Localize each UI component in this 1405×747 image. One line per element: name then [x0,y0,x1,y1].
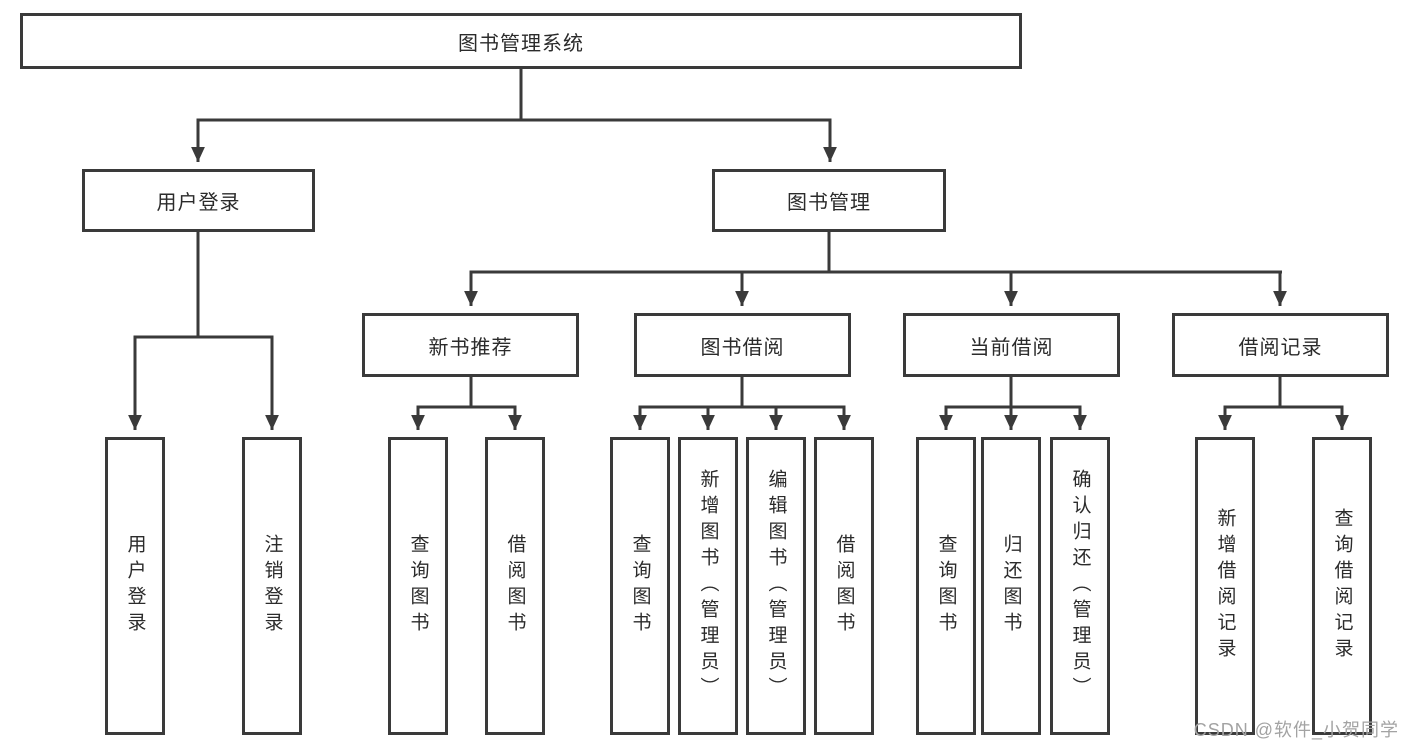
leaf-current-query-book: 查询图书 [916,437,976,735]
leaf-borrow-edit-book-admin: 编辑图书（管理员） [746,437,806,735]
csdn-watermark: CSDN @软件_小贺同学 [1193,720,1399,740]
node-book-management: 图书管理 [712,169,946,232]
node-book-borrow: 图书借阅 [634,313,851,377]
leaf-recommend-query-book: 查询图书 [388,437,448,735]
leaf-user-login: 用户登录 [105,437,165,735]
leaf-query-borrow-record: 查询借阅记录 [1312,437,1372,735]
leaf-borrow-query-book: 查询图书 [610,437,670,735]
node-user-login: 用户登录 [82,169,315,232]
leaf-borrow-add-book-admin: 新增图书（管理员） [678,437,738,735]
node-borrow-records: 借阅记录 [1172,313,1389,377]
node-new-book-recommend: 新书推荐 [362,313,579,377]
node-current-borrow: 当前借阅 [903,313,1120,377]
leaf-recommend-borrow-book: 借阅图书 [485,437,545,735]
leaf-borrow-borrow-book: 借阅图书 [814,437,874,735]
leaf-current-return-book: 归还图书 [981,437,1041,735]
node-library-management-system: 图书管理系统 [20,13,1022,69]
leaf-current-confirm-return-admin: 确认归还（管理员） [1050,437,1110,735]
leaf-logout: 注销登录 [242,437,302,735]
leaf-add-borrow-record: 新增借阅记录 [1195,437,1255,735]
